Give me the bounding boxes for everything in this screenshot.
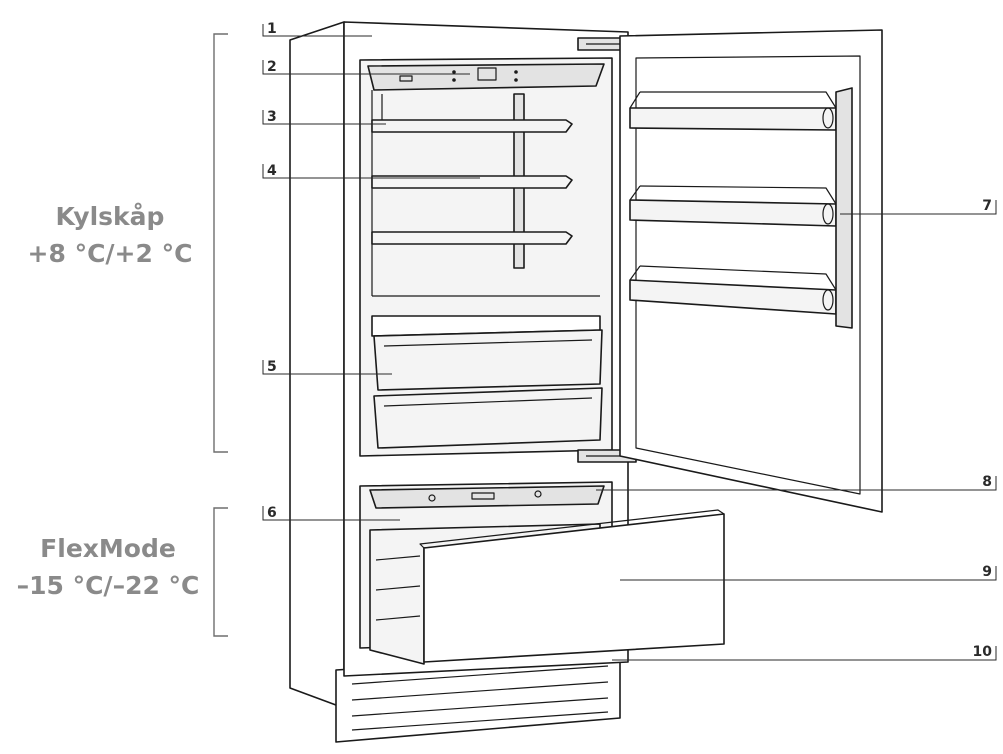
door-liner xyxy=(635,55,861,495)
callout-label: 4 xyxy=(267,163,277,179)
callout-label: 9 xyxy=(982,564,992,580)
shelf xyxy=(371,119,573,133)
callout-label: 7 xyxy=(982,198,992,214)
crisper-drawer xyxy=(373,329,603,391)
bin-rail xyxy=(835,87,853,329)
control-panel xyxy=(367,63,605,91)
callout-2: 2 xyxy=(262,59,470,75)
callout-3: 3 xyxy=(262,109,386,125)
callout-8: 8 xyxy=(596,474,997,491)
bin-handle xyxy=(822,289,834,311)
callout-7: 7 xyxy=(840,198,997,215)
callout-9: 9 xyxy=(620,564,997,581)
crisper-drawer xyxy=(373,387,603,449)
callout-4: 4 xyxy=(262,163,480,179)
freezer-zone: FlexMode –15 °C/–22 °C xyxy=(17,507,228,637)
door-bins xyxy=(629,87,853,329)
freezer-bracket xyxy=(213,507,228,637)
bin-handle xyxy=(822,107,834,129)
crisper-drawers xyxy=(371,315,603,449)
callout-label: 1 xyxy=(267,21,277,37)
fridge-zone-temp: +8 °C/+2 °C xyxy=(28,239,193,268)
callout-label: 2 xyxy=(267,59,277,75)
fridge-door xyxy=(619,29,883,513)
fridge-bracket xyxy=(213,33,228,453)
callout-10: 10 xyxy=(612,644,997,661)
shelf xyxy=(371,175,573,189)
callout-label: 3 xyxy=(267,109,277,125)
callout-label: 10 xyxy=(973,644,993,660)
button-dot xyxy=(452,70,456,74)
display-icon xyxy=(477,67,497,81)
callout-label: 6 xyxy=(267,505,277,521)
callout-label: 5 xyxy=(267,359,277,375)
bin-handle xyxy=(822,203,834,225)
callout-label: 8 xyxy=(982,474,992,490)
freezer-drawer xyxy=(369,509,725,665)
fridge-zone-name: Kylskåp xyxy=(56,202,165,231)
callouts: 1 2 3 4 5 6 7 8 xyxy=(262,21,997,661)
fridge-zone: Kylskåp +8 °C/+2 °C xyxy=(28,33,228,453)
drawer-front-panel xyxy=(423,513,725,663)
callout-5: 5 xyxy=(262,359,392,375)
freezer-control-strip xyxy=(369,485,605,509)
door-bin xyxy=(629,107,837,131)
callout-1: 1 xyxy=(262,21,372,37)
freezer-zone-name: FlexMode xyxy=(40,534,176,563)
glass-shelves xyxy=(371,119,573,245)
shelf xyxy=(371,231,573,245)
cabinet-side-panel xyxy=(289,21,345,709)
freezer-zone-temp: –15 °C/–22 °C xyxy=(17,571,200,600)
callout-6: 6 xyxy=(262,505,400,521)
